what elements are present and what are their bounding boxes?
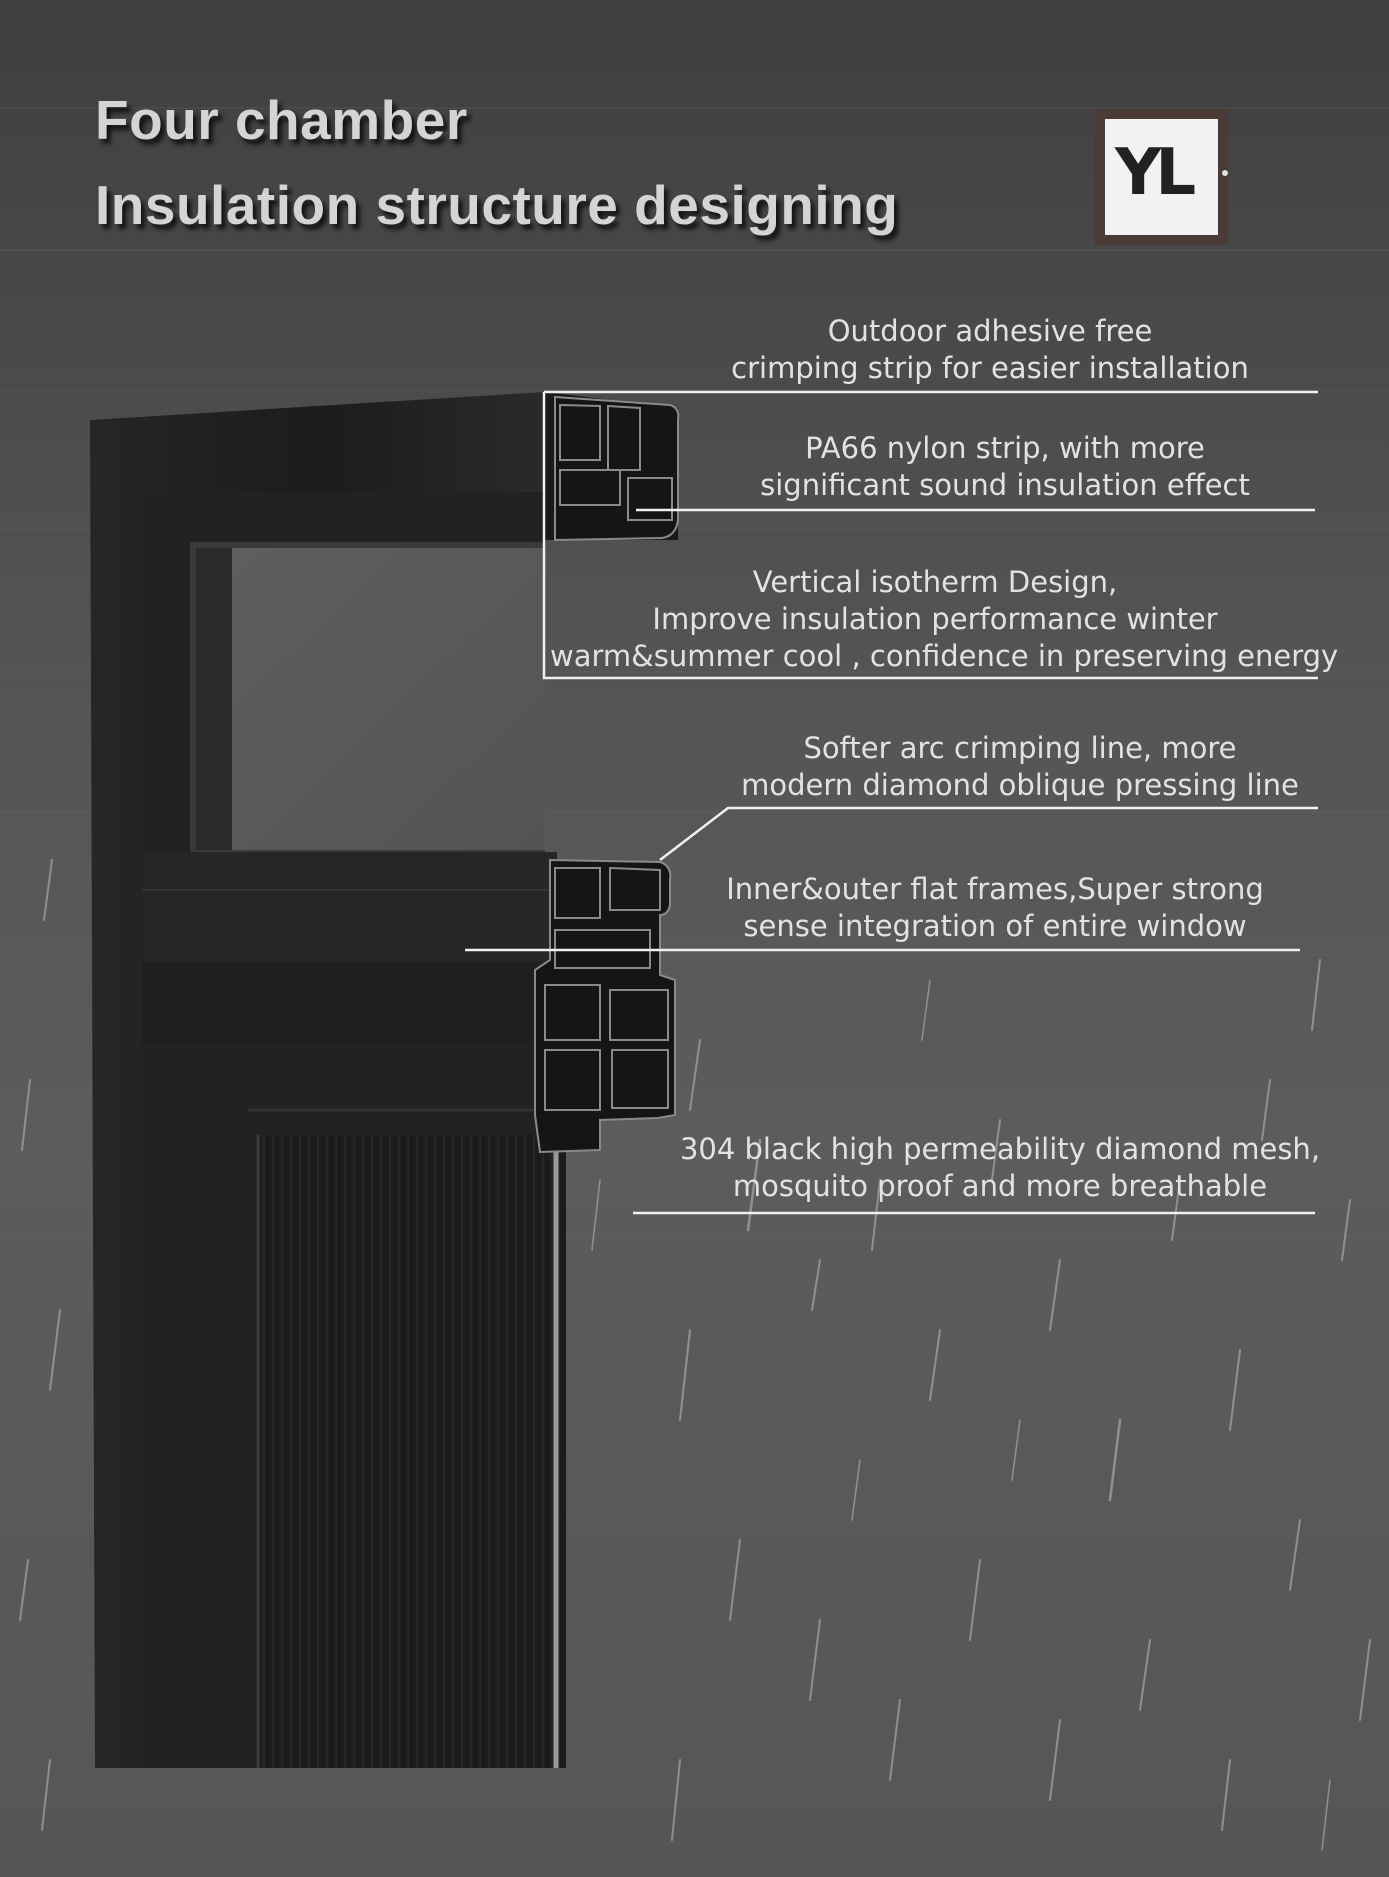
callout-line: Improve insulation performance winter bbox=[652, 602, 1218, 636]
callout-line: modern diamond oblique pressing line bbox=[741, 768, 1299, 802]
callout-line: mosquito proof and more breathable bbox=[732, 1169, 1268, 1203]
callout-line: PA66 nylon strip, with more bbox=[805, 431, 1205, 465]
page-title-line1: Four chamber bbox=[95, 89, 468, 151]
logo-text: YL bbox=[1115, 136, 1196, 210]
profile-cross-section-bottom bbox=[534, 858, 676, 1154]
callout-line: Outdoor adhesive free bbox=[827, 314, 1153, 348]
callout-vertical-isotherm: Vertical isotherm Design, Improve insula… bbox=[550, 564, 1339, 675]
registered-mark-icon bbox=[1222, 170, 1228, 176]
callout-line: significant sound insulation effect bbox=[760, 468, 1250, 502]
callout-crimping-strip: Outdoor adhesive free crimping strip for… bbox=[690, 313, 1290, 387]
profile-cross-section-top bbox=[554, 395, 680, 542]
page-title-line2: Insulation structure designing bbox=[95, 174, 899, 236]
logo-panel: YL bbox=[1105, 119, 1218, 235]
yl-brand-logo: YL bbox=[1095, 109, 1228, 245]
rain-streaks bbox=[19, 859, 1371, 1851]
callout-line: warm&summer cool , confidence in preserv… bbox=[550, 639, 1339, 673]
callout-nylon-strip: PA66 nylon strip, with more significant … bbox=[705, 430, 1305, 504]
callout-flat-frames: Inner&outer flat frames,Super strong sen… bbox=[695, 871, 1295, 945]
callout-line: Softer arc crimping line, more bbox=[803, 731, 1237, 765]
callout-arc-crimping-line: Softer arc crimping line, more modern di… bbox=[720, 730, 1320, 804]
callout-line: crimping strip for easier installation bbox=[731, 351, 1249, 385]
callout-leader-lines bbox=[465, 390, 1318, 1215]
callout-diamond-mesh: 304 black high permeability diamond mesh… bbox=[660, 1131, 1340, 1205]
callout-line: Vertical isotherm Design, bbox=[752, 565, 1118, 599]
callout-line: sense integration of entire window bbox=[743, 909, 1247, 943]
window-frame bbox=[90, 392, 680, 1768]
callout-line: Inner&outer flat frames,Super strong bbox=[726, 872, 1264, 906]
callout-line: 304 black high permeability diamond mesh… bbox=[679, 1132, 1321, 1166]
